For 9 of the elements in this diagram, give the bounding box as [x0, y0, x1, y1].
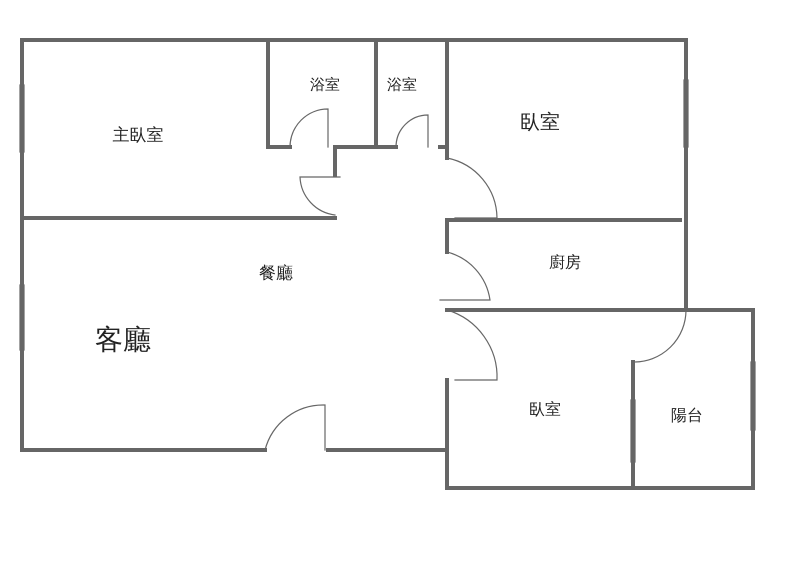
room-label: 客廳 — [95, 322, 151, 358]
room-label: 臥室 — [520, 108, 560, 136]
room-label: 臥室 — [529, 400, 561, 420]
room-label: 餐廳 — [259, 262, 293, 284]
room-label: 廚房 — [549, 252, 581, 274]
room-label: 浴室 — [310, 76, 340, 94]
room-label: 浴室 — [387, 76, 417, 94]
room-label: 主臥室 — [112, 124, 164, 146]
room-label: 陽台 — [671, 406, 703, 426]
